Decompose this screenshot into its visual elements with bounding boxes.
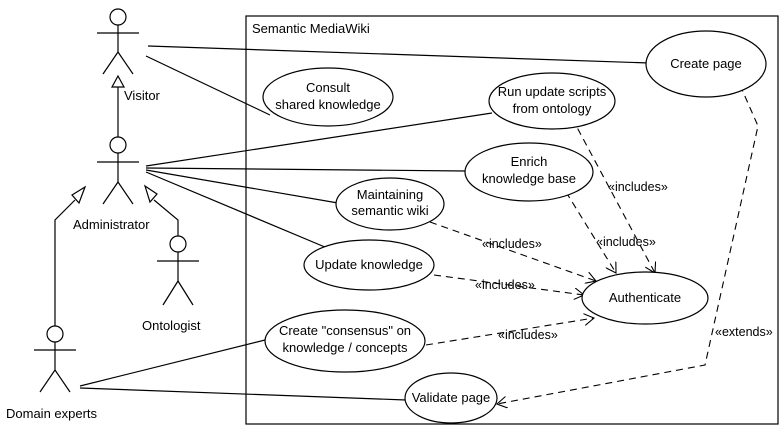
assoc-visitor-create-page [147,45,650,64]
use-case-validate-page: Validate page [404,372,498,424]
use-case-update-knowledge: Update knowledge [303,239,435,291]
actor-visitor: Visitor [97,8,161,103]
label-includes-update-knowledge: «includes» [475,278,535,292]
include-consensus-authenticate [425,318,594,346]
svg-text:Update knowledge: Update knowledge [315,257,423,272]
generalization-experts-admin-head [71,185,87,205]
assoc-experts-consensus [79,336,278,387]
generalization-admin-visitor-head [110,74,126,88]
label-extends: «extends» [715,325,773,339]
label-includes-enrich: «includes» [596,235,656,249]
svg-text:Maintaining: Maintaining [357,187,424,202]
svg-text:Consult: Consult [306,80,350,95]
svg-text:Enrich: Enrich [511,154,548,169]
include-enrich-authenticate [565,191,616,273]
generalizations [54,74,179,326]
generalization-ontologist-admin-head [143,184,158,204]
actor-administrator-label: Administrator [73,217,150,232]
actor-administrator: Administrator [73,136,150,232]
dependency-labels: «includes» «includes» «includes» «includ… [475,180,773,342]
use-case-create-consensus: Create "consensus" on knowledge / concep… [264,309,426,373]
dependencies [425,84,759,404]
assoc-admin-enrich [145,167,466,172]
actor-domain-experts: Domain experts [6,325,98,421]
use-case-authenticate: Authenticate [581,271,709,325]
include-run-update-authenticate [571,117,655,273]
use-case-run-update: Run update scripts from ontology [488,72,616,130]
assoc-admin-update-knowledge [145,171,333,251]
actor-visitor-label: Visitor [124,88,161,103]
svg-text:Validate page: Validate page [412,390,491,405]
svg-text:from ontology: from ontology [513,101,592,116]
actor-ontologist-label: Ontologist [142,318,201,333]
system-label: Semantic MediaWiki [252,21,370,36]
actor-ontologist: Ontologist [142,235,201,333]
generalization-experts-admin-line [54,199,76,326]
system-boundary [245,15,779,425]
assoc-admin-maintaining [145,169,339,204]
svg-text:knowledge base: knowledge base [482,171,576,186]
include-update-knowledge-authenticate [433,274,584,295]
include-maintaining-authenticate [429,221,596,281]
svg-text:Create page: Create page [670,56,742,71]
label-includes-maintaining: «includes» [482,237,542,251]
use-cases: Create page Consult shared knowledge Run… [262,30,767,424]
svg-text:Authenticate: Authenticate [609,290,681,305]
svg-text:Create "consensus" on: Create "consensus" on [279,323,411,338]
use-case-enrich: Enrich knowledge base [464,142,594,202]
generalization-ontologist-admin-line [153,199,179,236]
use-case-consult: Consult shared knowledge [262,67,394,127]
svg-text:semantic wiki: semantic wiki [351,203,428,218]
use-case-create-page: Create page [645,30,767,98]
svg-text:shared knowledge: shared knowledge [275,97,381,112]
use-case-maintaining: Maintaining semantic wiki [335,177,445,231]
label-includes-consensus: «includes» [498,328,558,342]
assoc-visitor-consult [145,55,271,116]
actor-domain-experts-label: Domain experts [6,406,98,421]
assoc-experts-validate [79,387,407,401]
svg-text:Run update scripts: Run update scripts [498,84,607,99]
label-includes-run-update: «includes» [608,180,668,194]
assoc-admin-run-update [145,112,493,167]
associations [79,45,650,401]
svg-text:knowledge / concepts: knowledge / concepts [282,340,408,355]
